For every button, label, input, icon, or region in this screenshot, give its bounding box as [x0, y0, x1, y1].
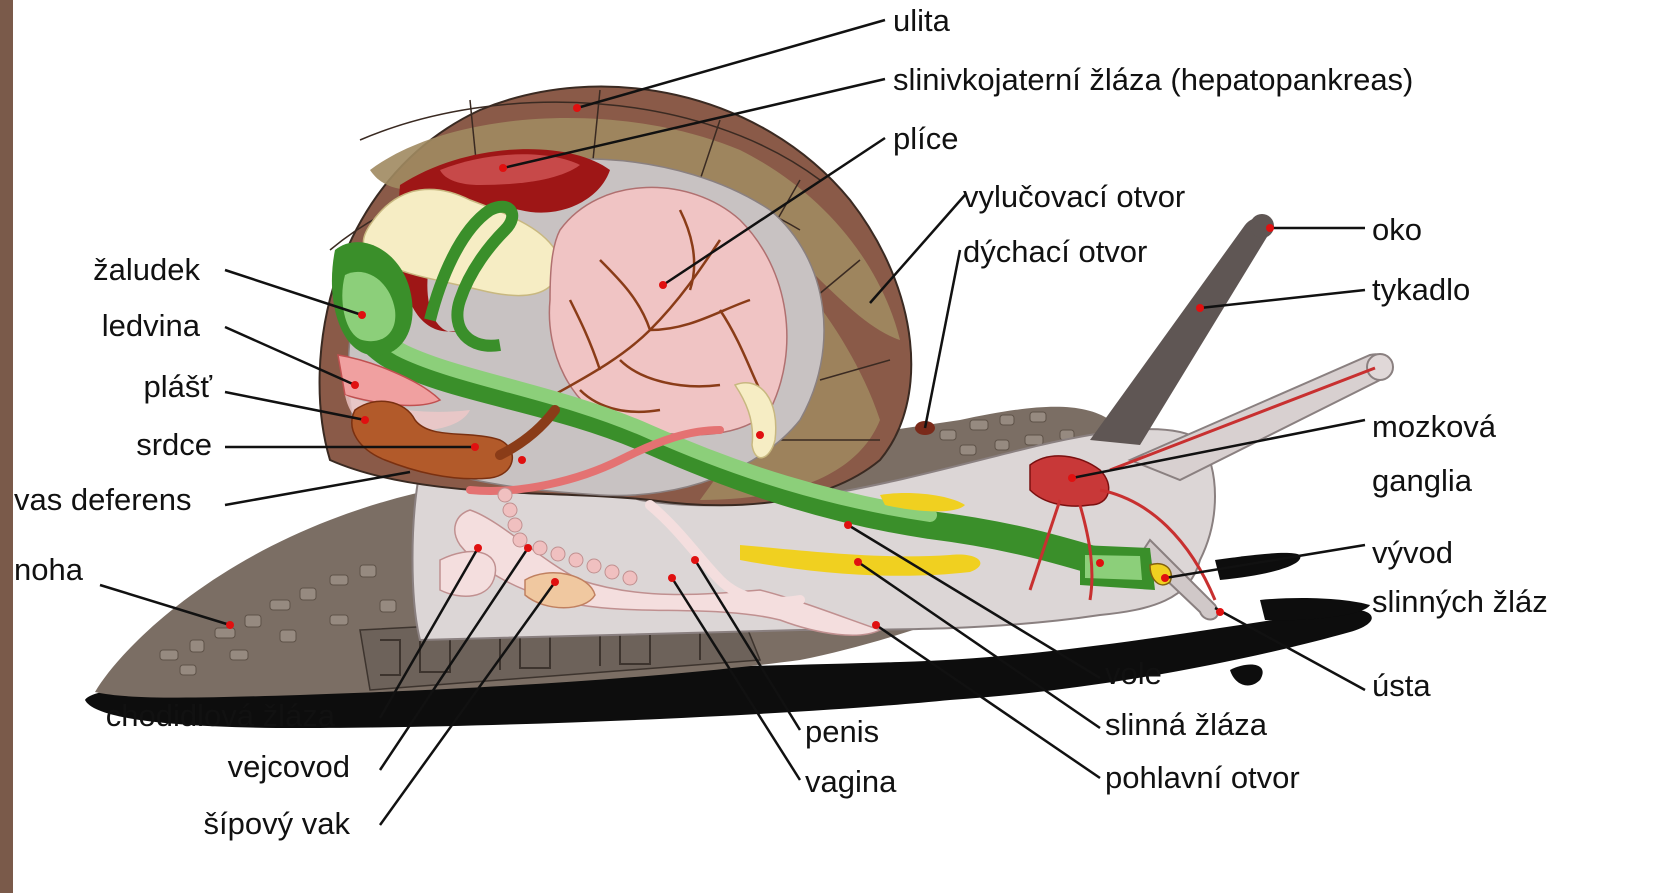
label-zaludek: žaludek	[93, 252, 200, 287]
leader-vylucovaci	[870, 195, 965, 303]
label-slinnych-zlaz: slinných žláz	[1372, 584, 1548, 619]
label-ledvina: ledvina	[102, 308, 201, 343]
label-usta: ústa	[1372, 668, 1431, 703]
label-vole: vole	[1105, 656, 1162, 691]
lower-tentacle-tip	[1367, 354, 1393, 380]
label-pohlavni-otvor: pohlavní otvor	[1105, 760, 1300, 795]
label-ulita: ulita	[893, 3, 951, 38]
label-oko: oko	[1372, 212, 1422, 247]
label-ganglia: ganglia	[1372, 463, 1473, 498]
label-srdce: srdce	[136, 427, 212, 462]
buccal-mass-inner	[1085, 555, 1142, 580]
label-tykadlo: tykadlo	[1372, 272, 1470, 307]
label-plast: plášť	[144, 369, 213, 404]
label-vas-deferens: vas deferens	[14, 482, 192, 517]
label-dychaci-otvor: dýchací otvor	[963, 234, 1147, 269]
label-chodidlova-zlaza: chodidlová žláza	[106, 698, 336, 733]
label-vyvod: vývod	[1372, 535, 1453, 570]
sole-stripe-3	[1230, 665, 1263, 686]
leader-vas	[225, 472, 410, 505]
label-hepatopankreas: slinivkojaterní žláza (hepatopankreas)	[893, 62, 1413, 97]
leader-ulita	[577, 20, 885, 108]
label-slinna-zlaza: slinná žláza	[1105, 707, 1268, 742]
label-sipovy-vak: šípový vak	[204, 806, 351, 841]
label-noha: noha	[14, 552, 84, 587]
label-vylucovaci-otvor: vylučovací otvor	[963, 179, 1185, 214]
leader-dychaci	[925, 250, 960, 428]
label-vejcovod: vejcovod	[228, 749, 350, 784]
label-penis: penis	[805, 714, 879, 749]
label-mozkova: mozková	[1372, 409, 1497, 444]
label-vagina: vagina	[805, 764, 897, 799]
label-plice: plíce	[893, 121, 958, 156]
mucus-gland	[440, 552, 496, 597]
